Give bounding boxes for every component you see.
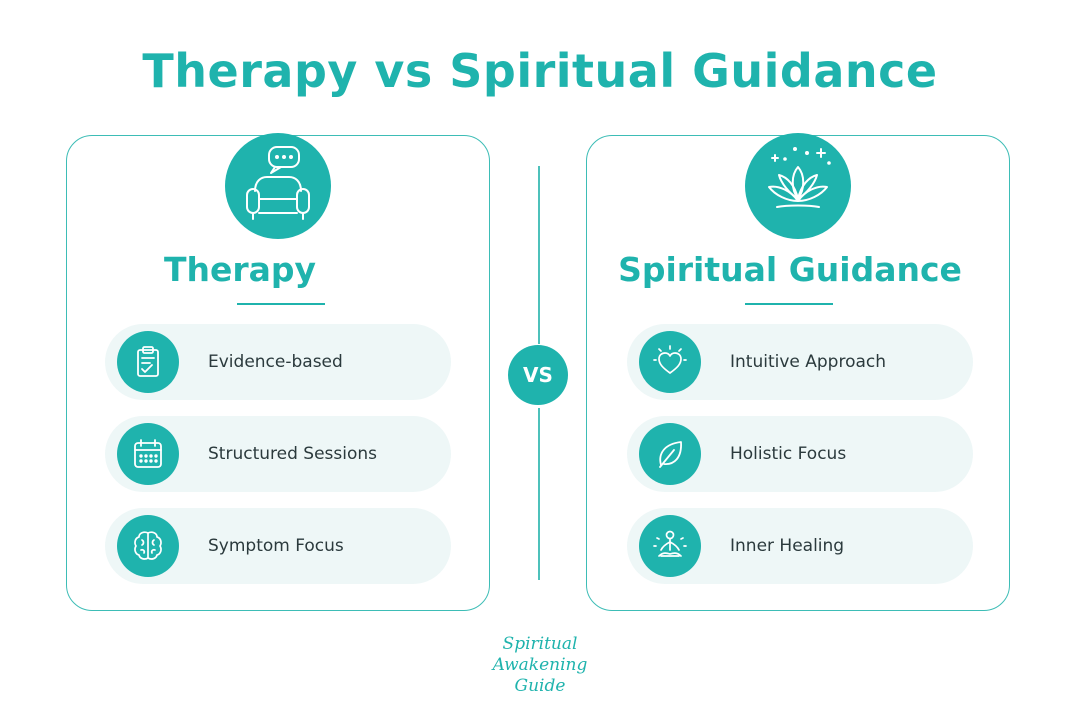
vs-badge: VS bbox=[508, 345, 568, 405]
footer-line-2: Awakening bbox=[492, 655, 588, 675]
item-label: Inner Healing bbox=[730, 536, 845, 556]
leaf-icon bbox=[639, 423, 701, 485]
calendar-icon bbox=[117, 423, 179, 485]
spiritual-item-intuitive-approach: Intuitive Approach bbox=[627, 324, 973, 400]
footer-line-1: Spiritual bbox=[502, 634, 578, 654]
spiritual-item-holistic-focus: Holistic Focus bbox=[627, 416, 973, 492]
footer-signature: Spiritual Awakening Guide bbox=[440, 634, 640, 697]
therapy-item-evidence-based: Evidence-based bbox=[105, 324, 451, 400]
therapy-item-symptom-focus: Symptom Focus bbox=[105, 508, 451, 584]
lotus-sparkles-icon bbox=[745, 133, 851, 239]
brain-icon bbox=[117, 515, 179, 577]
armchair-speech-bubble-icon bbox=[225, 133, 331, 239]
meditation-icon bbox=[639, 515, 701, 577]
therapy-item-structured-sessions: Structured Sessions bbox=[105, 416, 451, 492]
therapy-heading-underline bbox=[237, 303, 325, 305]
spiritual-item-inner-healing: Inner Healing bbox=[627, 508, 973, 584]
therapy-heading: Therapy bbox=[163, 250, 317, 289]
spiritual-guidance-panel: Spiritual Guidance Intuitive Approach Ho… bbox=[586, 133, 1010, 611]
item-label: Symptom Focus bbox=[208, 536, 344, 556]
clipboard-icon bbox=[117, 331, 179, 393]
item-label: Holistic Focus bbox=[730, 444, 847, 464]
footer-line-3: Guide bbox=[514, 676, 566, 696]
item-label: Structured Sessions bbox=[208, 444, 377, 464]
item-label: Evidence-based bbox=[208, 352, 343, 372]
item-label: Intuitive Approach bbox=[730, 352, 887, 372]
radiant-heart-icon bbox=[639, 331, 701, 393]
center-divider-bottom bbox=[538, 408, 540, 580]
therapy-panel: Therapy Evidence-based bbox=[66, 133, 490, 611]
spiritual-guidance-heading: Spiritual Guidance bbox=[618, 250, 962, 289]
page-title: Therapy vs Spiritual Guidance bbox=[142, 44, 938, 98]
center-divider-top bbox=[538, 166, 540, 344]
spiritual-guidance-heading-underline bbox=[745, 303, 833, 305]
